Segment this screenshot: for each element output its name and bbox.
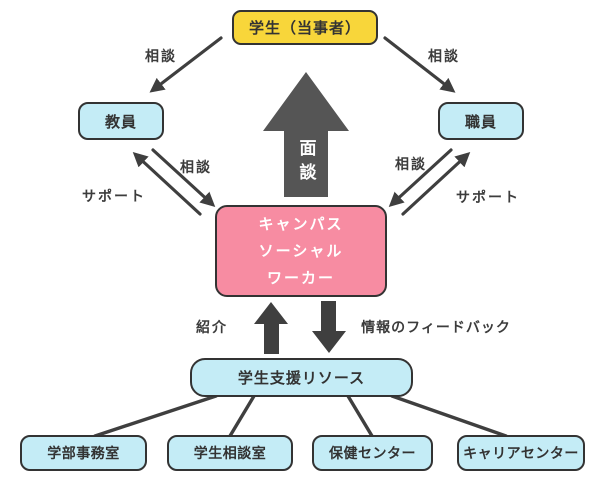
label-consult-staff-csw: 相談 [395,156,427,172]
edge-resources-to-counseling-room [228,394,256,438]
edge-resources-to-career-center [390,394,508,438]
node-faculty-office: 学部事務室 [20,435,147,471]
label-support-csw-staff: サポート [456,189,520,205]
node-staff: 職員 [438,102,524,140]
edge-student-to-staff [383,36,456,93]
label-consult-student-staff: 相談 [428,48,460,64]
edge-staff-to-csw [388,148,453,207]
edge-csw-to-teacher [132,152,202,216]
label-referral: 紹介 [196,319,228,335]
node-career-center: キャリアセンター [457,435,585,471]
label-feedback: 情報のフィードバック [361,319,511,335]
label-consult-student-teacher: 相談 [145,48,177,64]
edge-teacher-to-csw [151,148,216,207]
edge-resources-to-health-center [346,394,374,438]
big-interview-arrow [263,72,349,197]
node-counseling-room: 学生相談室 [167,435,293,471]
label-consult-teacher-csw: 相談 [180,159,212,175]
label-interview: 面談 [296,139,316,187]
edge-student-to-teacher [149,36,223,93]
feedback-down-arrow [312,301,346,353]
edge-csw-to-staff [401,152,471,216]
node-campus-social-worker: キャンパス ソーシャル ワーカー [215,205,387,297]
node-student: 学生（当事者） [232,10,378,45]
referral-up-arrow [254,302,288,354]
label-support-csw-teacher: サポート [82,188,146,204]
node-student-support-resources: 学生支援リソース [190,358,413,397]
node-health-center: 保健センター [312,435,433,471]
edge-resources-to-faculty-office [93,394,218,438]
node-teacher: 教員 [78,102,164,140]
